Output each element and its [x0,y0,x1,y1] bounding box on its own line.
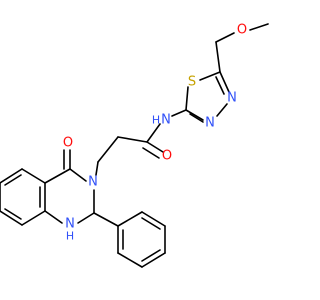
bond-ch2a-ch2b [97,136,119,163]
bond-c5-s [199,71,221,81]
molecule-diagram: O S N N N H O O N N H [0,23,269,268]
bond-ph-inner-b [141,249,161,262]
atom-thiadiazole-nitrogen-lower: N [205,116,215,131]
bond-ph-3-4 [141,252,166,268]
atom-methoxy-oxygen: O [237,23,247,38]
bond-c7b-c8b [0,210,23,226]
bond-c2-n3-double [189,113,204,123]
bond-n3-c4 [69,168,87,182]
bond-c8b-c8a [21,210,46,226]
bond-ph-2-3 [117,252,143,268]
bond-co-o [146,141,164,153]
atom-ketone-oxygen: O [63,136,73,151]
bond-ph-5-6 [141,211,166,227]
bond-n4-c5 [219,71,230,93]
atom-thiadiazole-nitrogen-upper: N [227,91,237,106]
bond-ph-inner-c [141,217,161,230]
bond-methyl-o [249,23,269,31]
atom-amide-nitrogen: N [161,113,171,128]
bond-ch2b-n3 [95,161,99,176]
bond-nh-co [146,123,161,143]
bond-c5b-c6b-double [4,174,22,186]
bond-s-c2 [185,86,189,111]
bond-n4-c5-double [215,76,225,95]
bond-co-o-double [142,147,160,159]
bond-c2-nh [171,109,187,117]
atom-amide-hydrogen: H [152,114,160,127]
atom-ring-nitrogen-3: N [88,175,98,190]
bond-c2-ph [93,212,119,227]
bond-c4-c4a [44,168,71,184]
atom-ring-nitrogen-1: N [65,217,75,232]
bond-c8a-n1 [44,210,63,224]
bonds [0,23,269,268]
bond-o-ch2 [215,32,235,43]
bond-c5b-c6b [0,168,23,184]
bond-c4a-c5b [21,168,46,184]
atom-amide-oxygen: O [162,149,172,164]
bond-n1-c2 [77,212,95,224]
bond-n3-n4 [216,103,228,117]
bond-c2-n3 [185,109,204,121]
bond-ph-6-1 [117,211,143,227]
atom-thiadiazole-sulfur: S [188,75,196,90]
bond-ch2-c5 [215,41,221,73]
bond-co-ch2a [117,136,148,143]
atom-ring-nitrogen-1-hydrogen: H [66,230,74,243]
atom-labels: O S N N N H O O N N H [63,23,247,243]
bond-c7b-c8b-double [4,208,22,220]
